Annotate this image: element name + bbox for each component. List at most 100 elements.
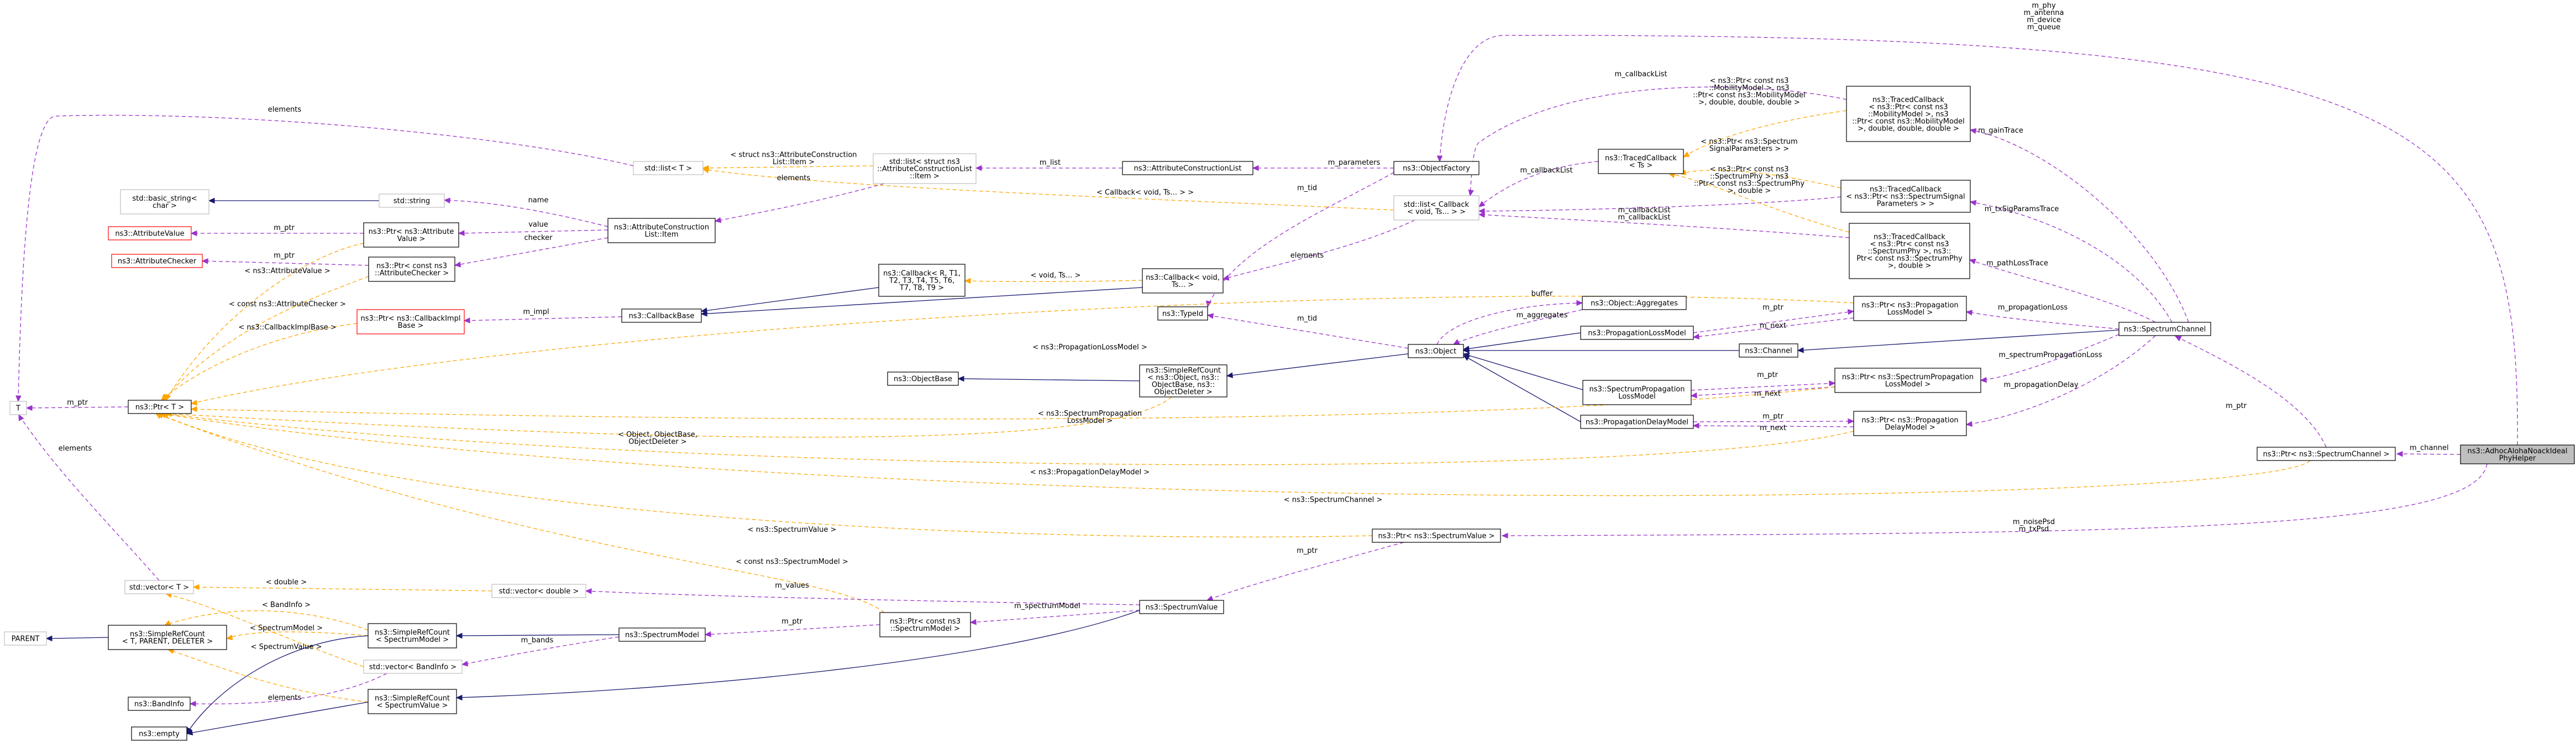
node-box (363, 660, 463, 674)
node-traced-callback-mobility[interactable]: ns3::TracedCallback< ns3::Ptr< const ns3… (1846, 86, 1971, 142)
edge-use (1692, 422, 1854, 429)
node-callback-void[interactable]: ns3::Callback< void,Ts... > (1142, 268, 1224, 294)
edge-label-line: ::Ptr< const ns3::MobilityModel (1693, 91, 1806, 100)
edge-label-m-parameters: m_parameters (1328, 159, 1381, 167)
node-simple-ref-count-spectrum-model[interactable]: ns3::SimpleRefCount< SpectrumModel > (368, 623, 457, 648)
node-ptr-spectrum-model[interactable]: ns3::Ptr< const ns3::SpectrumModel > (879, 612, 971, 637)
edge-arrowhead (1222, 275, 1230, 281)
node-callback-base[interactable]: ns3::CallbackBase (621, 308, 702, 323)
edge-label-line: m_device (2027, 16, 2061, 24)
node-t[interactable]: T (9, 401, 27, 415)
node-stdlist-aclitem[interactable]: std::list< struct ns3::AttributeConstruc… (873, 153, 977, 184)
edge-label-line: m_tid (1297, 315, 1317, 323)
edge-arrowhead (1206, 595, 1214, 601)
edge-label-tpl-bandinfo: < BandInfo > (262, 601, 311, 609)
node-ptr-spectrum-channel[interactable]: ns3::Ptr< ns3::SpectrumChannel > (2257, 447, 2396, 461)
edge-label-line: m_txSigParamsTrace (1985, 205, 2059, 213)
edge-use (1478, 212, 1850, 238)
node-traced-callback-spectrum-phy[interactable]: ns3::TracedCallback< ns3::Ptr< const ns3… (1849, 223, 1970, 279)
node-traced-callback-ts[interactable]: ns3::TracedCallback< Ts > (1598, 149, 1684, 174)
node-ptr-propagation-delay-model[interactable]: ns3::Ptr< ns3::PropagationDelayModel > (1853, 411, 1967, 436)
edge-label-m-ptr-ac: m_ptr (274, 252, 295, 260)
node-attribute-checker[interactable]: ns3::AttributeChecker (111, 254, 203, 268)
edge-use (1969, 200, 2173, 323)
node-ptr-t[interactable]: ns3::Ptr< T > (128, 400, 192, 414)
node-stdvector-t[interactable]: std::vector< T > (124, 580, 194, 594)
node-ptr-attribute-checker[interactable]: ns3::Ptr< const ns3::AttributeChecker > (368, 257, 455, 282)
edge-arrowhead (975, 165, 982, 171)
node-band-info[interactable]: ns3::BandInfo (128, 697, 191, 711)
node-propagation-loss-model[interactable]: ns3::PropagationLossModel (1580, 326, 1694, 340)
node-channel[interactable]: ns3::Channel (1739, 343, 1798, 358)
node-object[interactable]: ns3::Object (1408, 344, 1464, 358)
edge-label-line: value (528, 221, 548, 229)
node-ptr-spectrum-value[interactable]: ns3::Ptr< ns3::SpectrumValue > (1372, 529, 1501, 543)
node-callback-r[interactable]: ns3::Callback< R, T1,T2, T3, T4, T5, T6,… (878, 264, 966, 297)
node-box (128, 400, 192, 414)
node-stdvector-double[interactable]: std::vector< double > (491, 584, 586, 598)
edge-label-line: m_ptr (1757, 371, 1778, 379)
edge-label-m-tx-sig-params-trace: m_txSigParamsTrace (1985, 205, 2059, 213)
edge-line (165, 396, 1172, 438)
edge-line (1453, 309, 1583, 345)
edge-use (1980, 334, 2119, 383)
node-ptr-spectrum-propagation-loss-model[interactable]: ns3::Ptr< ns3::SpectrumPropagationLossMo… (1834, 368, 1981, 393)
node-box (873, 153, 977, 184)
edge-line (1207, 172, 1394, 307)
edge-arrowhead (201, 258, 208, 264)
edge-label-line: < void, Ts... > (1031, 271, 1081, 280)
node-spectrum-channel[interactable]: ns3::SpectrumChannel (2118, 322, 2211, 336)
node-simple-ref-count-object[interactable]: ns3::SimpleRefCount< ns3::Object, ns3::O… (1139, 364, 1227, 397)
edge-label-line: m_values (775, 582, 809, 590)
node-label-line: ns3::TracedCallback (1874, 233, 1945, 242)
node-attribute-value[interactable]: ns3::AttributeValue (108, 226, 192, 240)
edge-arrowhead (190, 400, 198, 406)
node-label-line: ns3::SimpleRefCount (375, 694, 450, 703)
node-stdlist-t[interactable]: std::list< T > (633, 161, 704, 175)
edge-arrowhead (225, 634, 233, 641)
edge-label-tpl-cb-void: < Callback< void, Ts... > > (1096, 189, 1194, 197)
node-traced-callback-signal-params[interactable]: ns3::TracedCallback< ns3::Ptr< ns3::Spec… (1840, 180, 1971, 213)
edge-label-line: >, double, double, double > (1698, 98, 1800, 107)
edge-label-line: m_pathLossTrace (1986, 259, 2048, 268)
node-spectrum-model[interactable]: ns3::SpectrumModel (618, 627, 706, 642)
node-ptr-propagation-loss-model[interactable]: ns3::Ptr< ns3::PropagationLossModel > (1853, 296, 1967, 321)
node-propagation-delay-model[interactable]: ns3::PropagationDelayModel (1580, 415, 1694, 429)
node-label-line: >, double, double, double > (1858, 125, 1959, 133)
edge-line (444, 200, 608, 227)
node-parent[interactable]: PARENT (4, 631, 47, 646)
node-label-line: std::list< struct ns3 (889, 158, 960, 166)
node-stdlist-callback[interactable]: std::list< Callback< void, Ts... > > (1393, 195, 1480, 221)
node-simple-ref-count-spectrum-value[interactable]: ns3::SimpleRefCount< SpectrumValue > (368, 689, 457, 714)
node-label-line: ::MobilityModel >, ns3 (1868, 111, 1948, 119)
edge-line (458, 229, 608, 234)
node-ptr-attribute-value[interactable]: ns3::Ptr< ns3::AttributeValue > (363, 222, 459, 248)
node-object-factory[interactable]: ns3::ObjectFactory (1393, 161, 1480, 175)
node-spectrum-value[interactable]: ns3::SpectrumValue (1139, 600, 1224, 614)
node-type-id[interactable]: ns3::TypeId (1157, 306, 1208, 321)
node-box (2460, 444, 2575, 464)
node-stdstring[interactable]: std::string (379, 193, 445, 208)
node-attribute-construction-list-item[interactable]: ns3::AttributeConstructionList::Item (607, 218, 716, 243)
node-simple-ref-count-t[interactable]: ns3::SimpleRefCount< T, PARENT, DELETER … (108, 625, 227, 650)
edge-line (18, 114, 634, 402)
node-ptr-callback-impl-base[interactable]: ns3::Ptr< ns3::CallbackImplBase > (356, 309, 465, 334)
node-attribute-construction-list[interactable]: ns3::AttributeConstructionList (1122, 161, 1253, 175)
edge-arrowhead (1692, 333, 1700, 340)
node-label-line: ns3::TracedCallback (1870, 186, 1942, 194)
node-object-aggregates[interactable]: ns3::Object::Aggregates (1582, 296, 1687, 310)
edge-label-line: < ns3::AttributeValue > (244, 267, 330, 275)
node-box (108, 226, 192, 240)
edge-arrowhead (161, 394, 168, 401)
edge-use (1692, 317, 1854, 340)
node-label-line: LossModel > (1887, 308, 1933, 317)
edge-arrowhead (458, 230, 465, 236)
node-basic-string[interactable]: std::basic_string<char > (120, 189, 209, 214)
node-object-base[interactable]: ns3::ObjectBase (887, 372, 959, 386)
node-stdvector-band-info[interactable]: std::vector< BandInfo > (363, 660, 463, 674)
edge-label-line: ::Ptr< const ns3::SpectrumPhy (1694, 180, 1805, 188)
node-empty[interactable]: ns3::empty (131, 726, 187, 741)
